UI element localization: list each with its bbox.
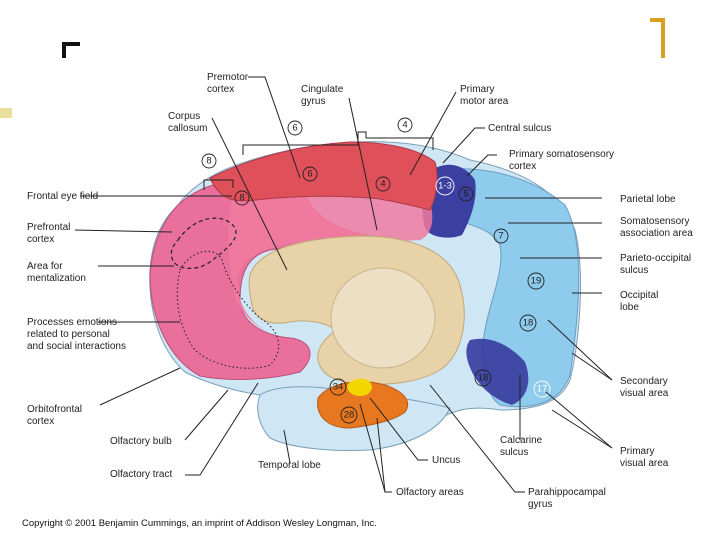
copyright-text: Copyright © 2001 Benjamin Cummings, an i… [22, 518, 377, 529]
label-parieto-occ-2: sulcus [620, 265, 648, 276]
leader-lines [74, 76, 613, 493]
label-primary-motor-1: Primary [460, 84, 494, 95]
label-uncus: Uncus [432, 455, 460, 466]
label-prefrontal-2: cortex [27, 234, 54, 245]
label-prefrontal-1: Prefrontal [27, 222, 70, 233]
label-calcarine-2: sulcus [500, 447, 528, 458]
label-parietal: Parietal lobe [620, 194, 676, 205]
area-7: 7 [498, 231, 503, 242]
mentalization-outline [170, 217, 237, 269]
side-marker [0, 108, 12, 118]
area-19: 19 [531, 276, 542, 287]
label-emotions-1: Processes emotions [27, 317, 117, 328]
label-texts: Premotor cortex Cingulate gyrus Primary … [27, 72, 693, 510]
label-occipital-2: lobe [620, 302, 639, 313]
area-34: 34 [333, 382, 344, 393]
area-6-top: 6 [292, 123, 297, 134]
label-primary-motor-2: motor area [460, 96, 509, 107]
area-4: 4 [380, 179, 385, 190]
label-parahippo-1: Parahippocampal [528, 487, 606, 498]
label-olfactory-tract: Olfactory tract [110, 469, 172, 480]
label-orbitofrontal-2: cortex [27, 416, 54, 427]
label-primary-somato-1: Primary somatosensory [509, 149, 614, 160]
label-parahippo-2: gyrus [528, 499, 552, 510]
label-corpus-1: Corpus [168, 111, 200, 122]
area-17: 17 [537, 384, 548, 395]
cingulate-region [228, 192, 433, 335]
area-8: 8 [239, 193, 244, 204]
label-secondary-visual-1: Secondary [620, 376, 668, 387]
label-primary-somato-2: cortex [509, 161, 536, 172]
corner-bracket-left [62, 42, 80, 58]
label-cingulate-1: Cingulate [301, 84, 344, 95]
area-6: 6 [307, 169, 312, 180]
label-temporal: Temporal lobe [258, 460, 321, 471]
label-calcarine-1: Calcarine [500, 435, 543, 446]
label-somato-assoc-1: Somatosensory [620, 216, 689, 227]
label-parieto-occ-1: Parieto-occipital [620, 253, 691, 264]
label-orbitofrontal-1: Orbitofrontal [27, 404, 82, 415]
label-primary-visual-2: visual area [620, 458, 669, 469]
label-mentalization-1: Area for [27, 261, 63, 272]
label-frontal-eye: Frontal eye field [27, 191, 98, 202]
label-secondary-visual-2: visual area [620, 388, 669, 399]
label-corpus-2: callosum [168, 123, 207, 134]
area-1-3: 1-3 [438, 181, 452, 192]
slide-decorations [0, 18, 665, 118]
brain-illustration [149, 141, 581, 451]
area-4-top: 4 [402, 120, 407, 131]
label-mentalization-2: mentalization [27, 273, 86, 284]
label-emotions-3: and social interactions [27, 341, 126, 352]
uncus-region [347, 378, 372, 396]
calcarine-dark-region [466, 338, 529, 405]
area-numbers: 6 4 8 6 4 8 1-3 5 7 19 18 18 17 34 28 [201, 117, 551, 424]
label-olfactory-areas: Olfactory areas [396, 487, 464, 498]
area-5: 5 [463, 189, 468, 200]
label-central-sulcus: Central sulcus [488, 123, 551, 134]
label-emotions-2: related to personal [27, 329, 110, 340]
corner-bracket-right [650, 18, 665, 58]
label-cingulate-2: gyrus [301, 96, 325, 107]
parietal-occipital-region [437, 168, 580, 408]
area-28: 28 [344, 410, 355, 421]
label-olfactory-bulb: Olfactory bulb [110, 436, 172, 447]
label-occipital-1: Occipital [620, 290, 658, 301]
label-premotor-1: Premotor [207, 72, 249, 83]
area-18-upper: 18 [523, 318, 534, 329]
label-primary-visual-1: Primary [620, 446, 654, 457]
area-18-lower: 18 [478, 373, 489, 384]
inner-structure [330, 267, 436, 369]
area-8-top: 8 [206, 156, 211, 167]
label-somato-assoc-2: association area [620, 228, 693, 239]
label-premotor-2: cortex [207, 84, 234, 95]
